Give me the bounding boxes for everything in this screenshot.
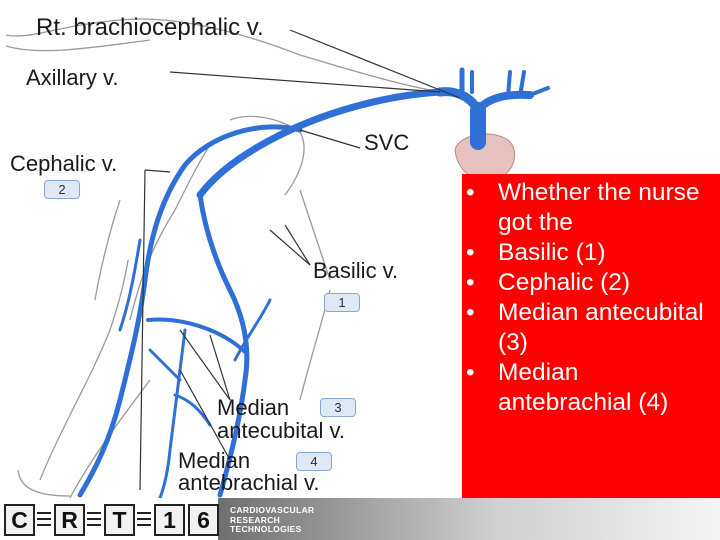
- tagline-line: CARDIOVASCULAR: [230, 505, 315, 515]
- logo-letter-r: R: [54, 504, 85, 536]
- label-median-antebrachial-line1: Median: [178, 448, 251, 473]
- bullet-text: Median antecubital (3): [498, 299, 704, 356]
- marker-median-antebrachial: 4: [296, 452, 332, 471]
- label-median-antecubital-line1: Median: [217, 395, 290, 420]
- bullet-dot-icon: •: [466, 269, 475, 296]
- logo-divider-icon: [87, 512, 101, 526]
- vein-network: [77, 67, 550, 500]
- marker-median-antecubital: 3: [320, 398, 356, 417]
- bullet-item: • Whether the nurse got the: [466, 178, 716, 238]
- footer-bar: C R T 1 6 CARDIOVASCULAR RESEARCH TECHNO…: [0, 498, 720, 540]
- bullet-item: • Median antebrachial (4): [466, 358, 716, 418]
- leader-lines: [139, 29, 461, 491]
- bullet-dot-icon: •: [466, 179, 475, 206]
- marker-basilic: 1: [324, 293, 360, 312]
- label-cephalic: Cephalic v.: [10, 151, 118, 176]
- label-rt-brachiocephalic: Rt. brachiocephalic v.: [36, 14, 264, 41]
- label-median-antebrachial-line2: antebrachial v.: [178, 470, 320, 495]
- logo-letter-c: C: [4, 504, 35, 536]
- arm-outline: [5, 18, 441, 499]
- bullet-text: Whether the nurse got the: [498, 179, 700, 236]
- label-basilic: Basilic v.: [313, 258, 399, 283]
- marker-cephalic: 2: [44, 180, 80, 199]
- bullet-dot-icon: •: [466, 359, 475, 386]
- bullet-panel: •Whether the nurse got the •Basilic (1) …: [462, 174, 720, 498]
- bullet-dot-icon: •: [466, 239, 475, 266]
- bullet-item: • Cephalic (2): [466, 268, 716, 298]
- footer-tagline: CARDIOVASCULAR RESEARCH TECHNOLOGIES: [230, 505, 315, 535]
- footer-gradient: [218, 498, 720, 540]
- tagline-line: TECHNOLOGIES: [230, 524, 302, 534]
- logo-divider-icon: [137, 512, 151, 526]
- bullet-text: Basilic (1): [498, 239, 606, 266]
- label-median-antecubital-line2: antecubital v.: [217, 418, 346, 443]
- bullet-item: • Basilic (1): [466, 238, 716, 268]
- logo-letter-t: T: [104, 504, 135, 536]
- bullet-text: Median antebrachial (4): [498, 359, 669, 416]
- tagline-line: RESEARCH: [230, 514, 281, 525]
- label-axillary: Axillary v.: [26, 65, 119, 90]
- logo-digit-1: 1: [154, 504, 185, 536]
- bullet-dot-icon: •: [466, 299, 475, 326]
- bullet-text: Cephalic (2): [498, 269, 631, 296]
- bullet-item: • Median antecubital (3): [466, 298, 716, 358]
- bullet-list: •Whether the nurse got the •Basilic (1) …: [466, 178, 716, 418]
- label-svc: SVC: [364, 130, 410, 155]
- logo-digit-6: 6: [188, 504, 219, 536]
- logo-divider-icon: [37, 512, 51, 526]
